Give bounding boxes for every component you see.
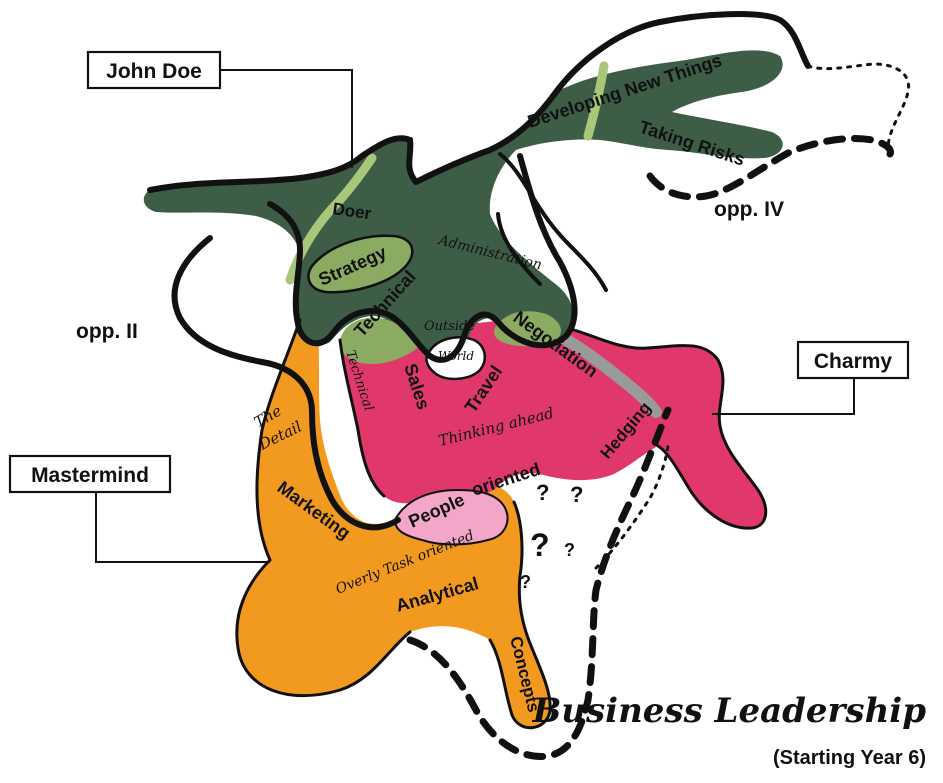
question-mark-5: ? <box>520 572 531 592</box>
john-doe-label: John Doe <box>106 60 202 83</box>
charmy-label: Charmy <box>814 350 893 373</box>
label-outside: Outside <box>424 319 475 334</box>
question-mark-2: ? <box>570 482 583 507</box>
diagram-title: Business Leadership <box>532 691 927 731</box>
opp-ii-label: opp. II <box>76 320 138 343</box>
question-mark-1: ? <box>536 480 549 505</box>
label-world: World <box>438 349 474 363</box>
charmy-callout: Charmy <box>712 342 908 414</box>
john-doe-region <box>144 50 783 365</box>
question-mark-3: ? <box>530 527 550 563</box>
dotted-line-top-right <box>808 64 909 146</box>
john-doe-callout: John Doe <box>88 52 352 168</box>
diagram-subtitle: (Starting Year 6) <box>773 747 926 769</box>
mastermind-callout: Mastermind <box>10 456 270 562</box>
question-mark-4: ? <box>564 540 575 560</box>
mastermind-label: Mastermind <box>31 464 149 487</box>
opp-iv-label: opp. IV <box>714 198 784 221</box>
